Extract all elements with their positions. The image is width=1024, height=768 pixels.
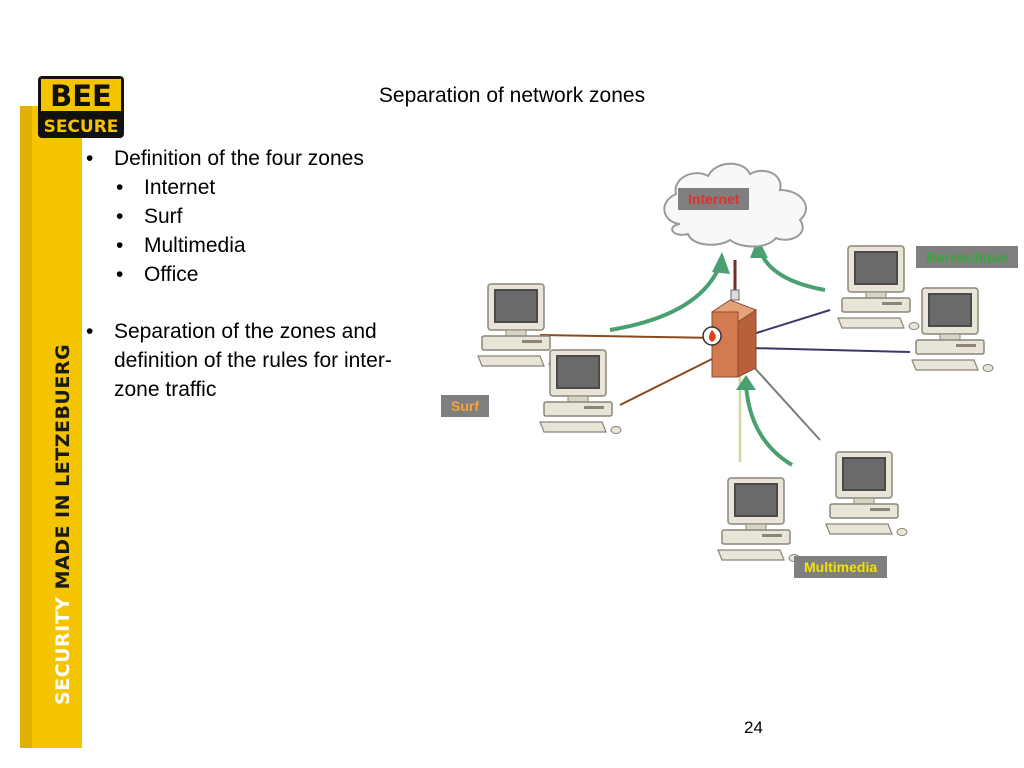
tagline-security: SECURITY bbox=[52, 596, 74, 705]
arrow-multimedia bbox=[744, 384, 794, 467]
arrowhead-office bbox=[750, 238, 768, 258]
cable-plug-internet bbox=[730, 289, 740, 301]
arrowhead-multimedia bbox=[736, 375, 756, 390]
cable-multimedia-2 bbox=[751, 364, 821, 441]
arrow-office-internet bbox=[758, 249, 826, 292]
slide-title: Separation of network zones bbox=[378, 84, 646, 107]
desktop-computer-multimedia-1 bbox=[717, 477, 800, 563]
sub-bullet-office: Office bbox=[86, 260, 436, 289]
sub-bullet-multimedia: Multimedia bbox=[86, 231, 436, 260]
cable-surf-2 bbox=[619, 354, 721, 406]
sidebar-tagline: SECURITY MADE IN LETZEBUERG bbox=[52, 344, 74, 705]
cable-office-2 bbox=[749, 347, 911, 353]
zone-label-multimedia: Multimedia bbox=[794, 556, 888, 578]
zone-label-internet: Internet bbox=[678, 188, 750, 210]
desktop-computer-office-1 bbox=[837, 245, 920, 331]
bullet-spacer bbox=[86, 289, 436, 317]
bullet-definition: Definition of the four zones bbox=[86, 144, 436, 173]
network-diagram: Internet Bureautique Surf Multimedia bbox=[430, 150, 1024, 590]
arrow-surf-internet bbox=[609, 264, 722, 332]
cable-surf-1 bbox=[539, 334, 721, 339]
firewall-server-icon bbox=[702, 299, 758, 378]
desktop-computer-surf-1 bbox=[477, 283, 560, 369]
zone-label-bureautique: Bureautique bbox=[916, 246, 1018, 268]
tagline-made-in: MADE IN LETZEBUERG bbox=[52, 343, 74, 597]
bullet-list: Definition of the four zones Internet Su… bbox=[86, 144, 436, 404]
desktop-computer-surf-2 bbox=[539, 349, 622, 435]
desktop-computer-office-2 bbox=[911, 287, 994, 373]
bullet-separation: Separation of the zones and definition o… bbox=[86, 317, 436, 404]
zone-label-surf: Surf bbox=[441, 395, 489, 417]
sidebar-band-edge bbox=[20, 106, 32, 748]
bee-secure-logo: BEE SECURE bbox=[38, 76, 124, 138]
logo-text-bee: BEE bbox=[50, 79, 112, 113]
cable-office-1 bbox=[749, 309, 831, 336]
network-diagram-canvas bbox=[477, 162, 994, 563]
logo-text-secure: SECURE bbox=[44, 117, 119, 137]
desktop-computer-multimedia-2 bbox=[825, 451, 908, 537]
arrowhead-surf bbox=[712, 252, 730, 274]
page-number: 24 bbox=[744, 718, 763, 737]
sub-bullet-surf: Surf bbox=[86, 202, 436, 231]
sub-bullet-internet: Internet bbox=[86, 173, 436, 202]
